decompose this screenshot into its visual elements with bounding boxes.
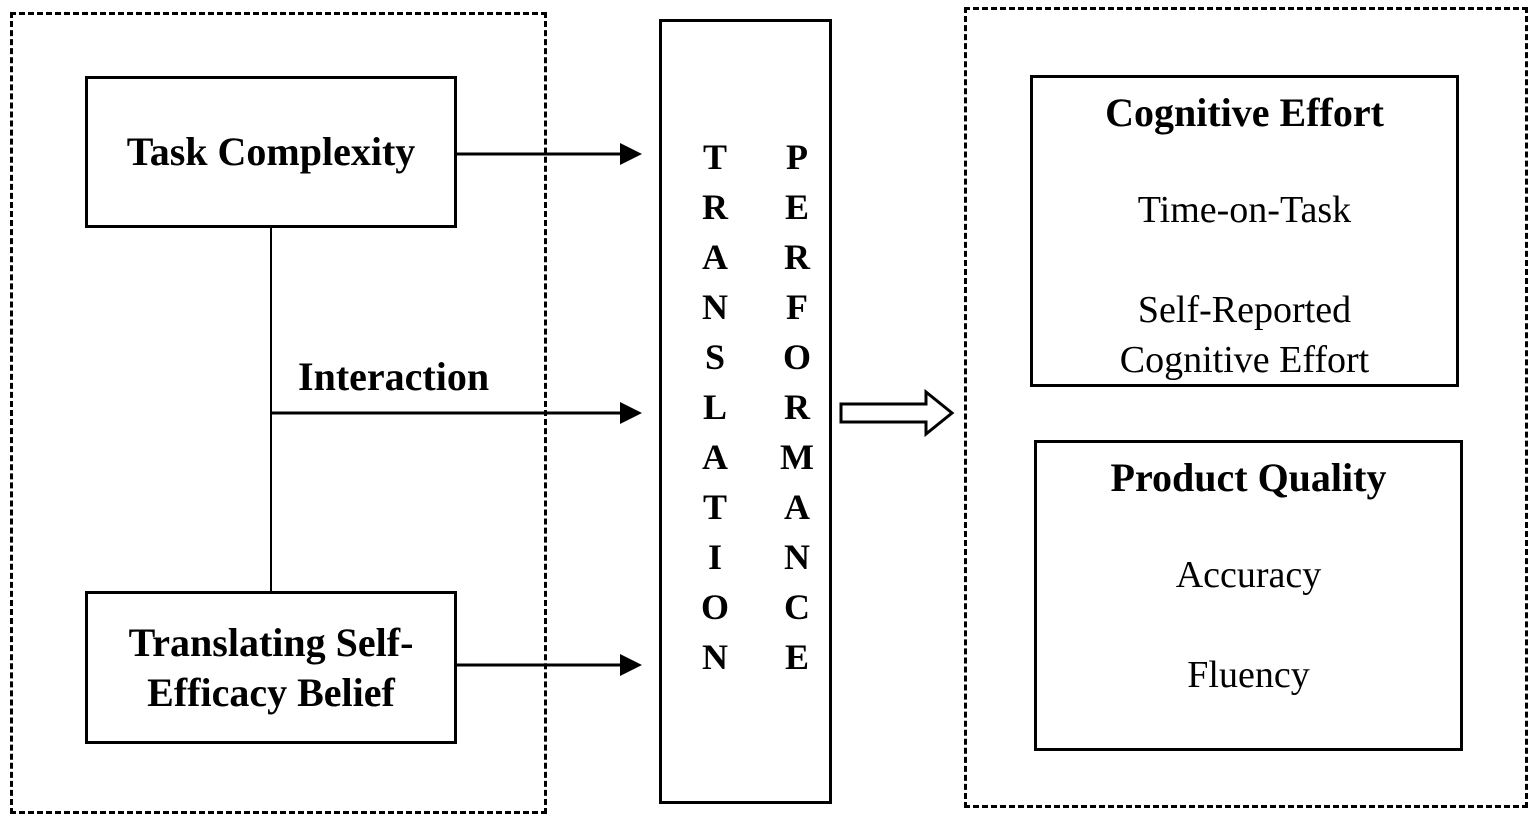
- performance-letter: E: [784, 187, 809, 227]
- performance-letter: F: [786, 287, 808, 327]
- arrowhead-task-complexity: [620, 143, 642, 165]
- translation-letter: A: [702, 437, 728, 477]
- time-on-task-label: Time-on-Task: [1137, 189, 1352, 231]
- performance-letter: R: [784, 387, 810, 427]
- task-complexity-box: Task Complexity: [85, 76, 457, 228]
- arrowhead-self-efficacy: [620, 654, 642, 676]
- performance-letter: A: [784, 487, 810, 527]
- translation-letter: T: [702, 137, 727, 177]
- translation-letter: T: [702, 487, 727, 527]
- self-efficacy-label-line1: Translating Self-: [128, 619, 414, 665]
- cognitive-effort-title: Cognitive Effort: [1105, 89, 1384, 135]
- arrowhead-interaction: [620, 402, 642, 424]
- cognitive-effort-box: Cognitive Effort Time-on-Task Self-Repor…: [1030, 75, 1459, 387]
- translation-letter: L: [702, 387, 727, 427]
- performance-letter: C: [784, 587, 810, 627]
- interaction-label: Interaction: [298, 354, 490, 399]
- performance-letter: O: [782, 337, 811, 377]
- accuracy-label: Accuracy: [1175, 554, 1322, 596]
- product-quality-title: Product Quality: [1110, 454, 1387, 500]
- translation-letter: N: [702, 287, 728, 327]
- self-efficacy-label-line2: Efficacy Belief: [147, 669, 395, 715]
- translation-letter: I: [707, 537, 722, 577]
- translation-letter: A: [702, 237, 728, 277]
- performance-letter: R: [784, 237, 810, 277]
- product-quality-box: Product Quality Accuracy Fluency: [1034, 440, 1463, 751]
- performance-letter: P: [786, 137, 808, 177]
- self-efficacy-box: Translating Self- Efficacy Belief: [85, 591, 457, 744]
- fluency-label: Fluency: [1187, 654, 1310, 696]
- self-reported-label: Self-Reported: [1137, 289, 1352, 331]
- performance-letter: N: [784, 537, 810, 577]
- performance-letter: E: [784, 637, 809, 677]
- translation-letter: O: [700, 587, 729, 627]
- translation-letter: R: [702, 187, 728, 227]
- hollow-arrow-outcomes: [839, 388, 955, 438]
- performance-letter: M: [780, 437, 814, 477]
- translation-letter: N: [702, 637, 728, 677]
- self-reported-cognitive-effort-label: Cognitive Effort: [1119, 339, 1370, 381]
- task-complexity-label: Task Complexity: [126, 129, 416, 174]
- translation-letter: S: [704, 337, 726, 377]
- right-group-frame: [964, 7, 1528, 808]
